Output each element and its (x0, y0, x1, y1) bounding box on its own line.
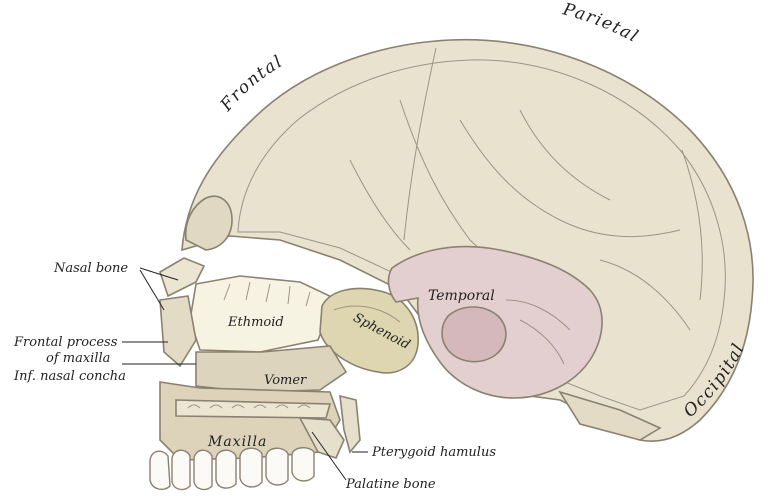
label-temporal: Temporal (428, 288, 495, 304)
teeth (149, 447, 315, 491)
cranial-cavity (237, 59, 726, 411)
leader-lines (122, 267, 368, 481)
sphenoid-shape (319, 287, 419, 374)
label-frontal-process-2: of maxilla (46, 351, 110, 366)
label-vomer: Vomer (264, 373, 307, 388)
label-inf-nasal-concha: Inf. nasal concha (13, 369, 126, 384)
frontal-sinus (184, 195, 233, 251)
ethmoid-shape (189, 275, 336, 353)
nasal-bone-shape (159, 257, 206, 298)
occipital-base (558, 390, 662, 441)
ear-canal (441, 306, 507, 363)
label-maxilla: Maxilla (207, 434, 267, 450)
skull-vault (181, 38, 754, 442)
label-palatine-bone: Palatine bone (345, 477, 436, 492)
frontal-process-shape (159, 295, 197, 368)
label-nasal-bone: Nasal bone (53, 261, 128, 276)
palatine-shape (298, 417, 345, 459)
label-frontal-process-1: Frontal process (13, 335, 118, 350)
label-parietal: Parietal (560, 0, 643, 47)
label-pterygoid-hamulus: Pterygoid hamulus (371, 445, 496, 460)
vomer-shape (195, 345, 348, 393)
pterygoid-hamulus-shape (339, 394, 361, 454)
label-ethmoid: Ethmoid (227, 315, 284, 330)
